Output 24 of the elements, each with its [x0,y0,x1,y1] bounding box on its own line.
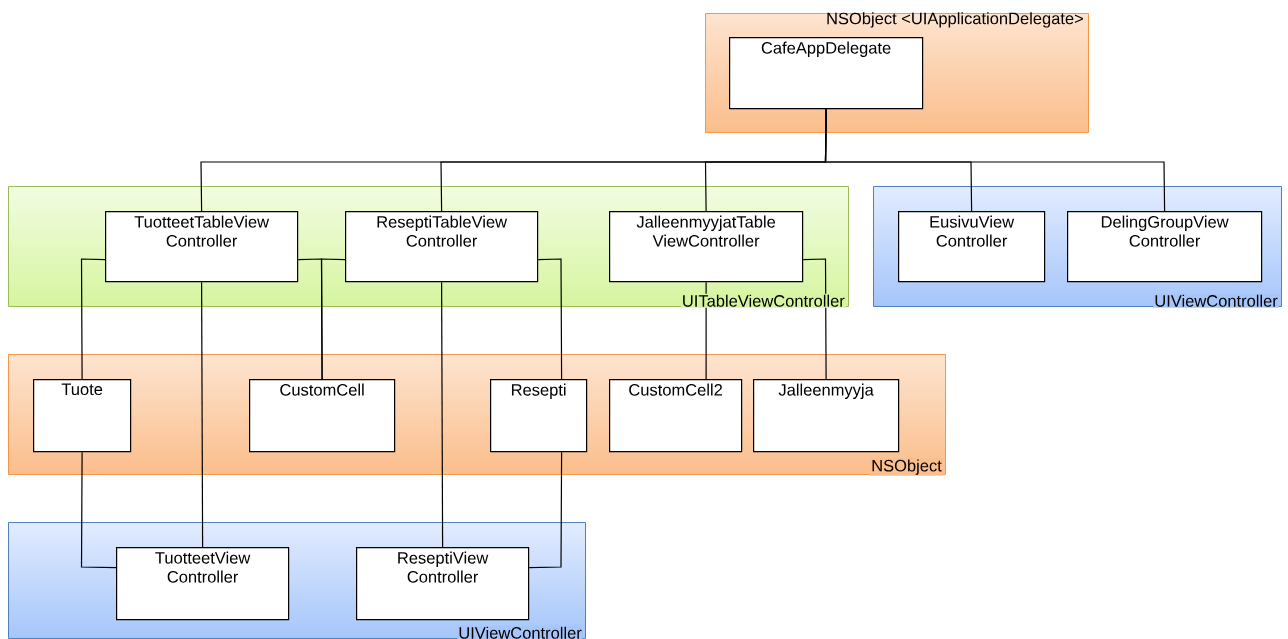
connector-line [320,258,346,380]
group-label: NSObject [870,458,943,476]
class-box: TuotteetTableView Controller [105,211,299,283]
connector-line [80,258,106,380]
class-box: JalleenmyyjatTable ViewController [609,211,804,283]
class-box: ReseptiView Controller [356,547,530,621]
class-box: CustomCell2 [609,379,743,453]
connector-line [537,258,563,380]
class-box: Jalleenmyyja [753,379,900,453]
class-box: Resepti [490,379,588,453]
class-box: CustomCell [249,379,396,453]
group-label: NSObject <UIApplicationDelegate> [827,12,1083,28]
class-box: EusivuView Controller [898,211,1046,283]
class-box: ReseptiTableView Controller [345,211,539,283]
connector-line [824,108,1166,212]
connector-line [80,451,117,569]
class-box: Tuote [33,379,132,453]
connector-line [441,281,444,548]
connector-line [802,258,827,380]
class-box: CafeAppDelegate [729,37,924,110]
class-box: TuotteetView Controller [116,547,290,621]
connector-line [528,451,563,569]
class-box: DelingGroupView Controller [1067,211,1263,283]
connector-line [201,281,204,548]
